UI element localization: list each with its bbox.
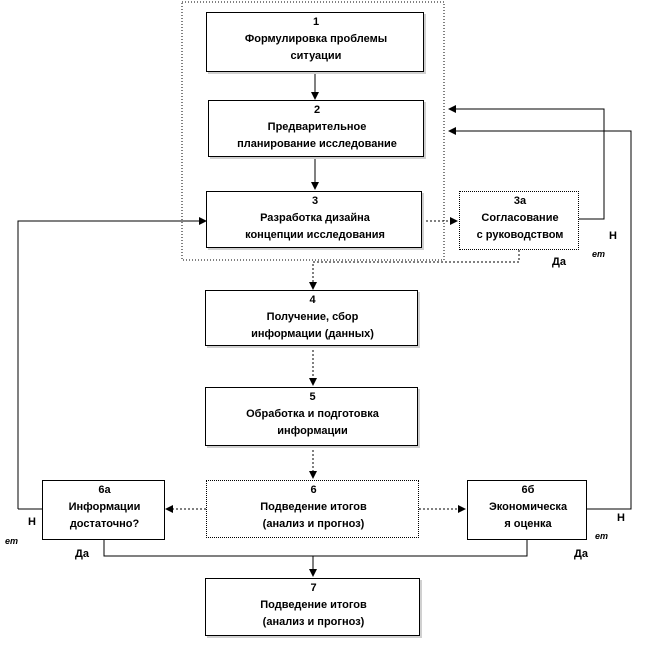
label-3a-no-top: Н [609,230,617,242]
node-6a-line1: Информации [68,501,141,513]
node-3a-line1: Согласование [481,212,559,224]
node-6-line1: Подведение итогов [260,501,367,513]
node-2-line2: планирование исследование [237,138,397,150]
node-3-research-design: 3 Разработка дизайна концепции исследова… [206,191,422,248]
node-2-number: 2 [313,104,321,116]
arrow-6a-no-to-3 [17,217,207,509]
label-6b-no-top: Н [617,512,625,524]
node-6a-line2: достаточно? [69,518,140,530]
arrow-6b-yes-merge [313,540,528,557]
node-7-line1: Подведение итогов [260,599,367,611]
node-3a-line2: с руководством [476,229,564,241]
node-7-final-summary: 7 Подведение итогов (анализ и прогноз) [205,578,420,636]
node-3-number: 3 [311,195,319,207]
label-3a-no-bottom: ет [592,249,606,259]
node-1-line1: Формулировка проблемы [244,33,388,45]
node-7-line2: (анализ и прогноз) [262,616,365,628]
label-6b-yes: Да [574,548,588,560]
arrow-3a-yes-to-4 [309,250,520,290]
node-3a-number: 3а [513,195,527,207]
node-7-number: 7 [310,582,317,594]
arrow-6a-yes-merge [103,540,313,557]
node-5-data-processing: 5 Обработка и подготовка информации [205,387,418,446]
label-6b-no-bottom: ет [595,531,609,541]
node-2-preliminary-planning: 2 Предварительное планирование исследова… [208,100,424,157]
arrow-3a-no-to-2 [448,105,605,220]
node-6b-economic-assessment: 6б Экономическа я оценка [467,480,587,540]
node-2-line1: Предварительное [267,121,367,133]
label-6a-no-bottom: ет [5,536,19,546]
node-1-problem-formulation: 1 Формулировка проблемы ситуации [206,12,424,72]
node-6a-number: 6а [98,484,111,496]
node-5-line1: Обработка и подготовка [246,408,379,420]
node-3-line1: Разработка дизайна [260,212,370,224]
node-3a-management-approval: 3а Согласование с руководством [459,191,579,250]
node-1-line2: ситуации [290,50,342,62]
node-5-number: 5 [309,391,316,403]
node-6a-info-sufficient: 6а Информации достаточно? [42,480,165,540]
node-6-number: 6 [310,484,317,496]
label-3a-yes: Да [552,256,566,268]
node-4-number: 4 [309,294,316,306]
node-1-number: 1 [312,16,320,28]
node-4-data-collection: 4 Получение, сбор информации (данных) [205,290,418,346]
label-6a-yes: Да [75,548,89,560]
node-4-line2: информации (данных) [251,328,374,340]
planning-group-frame [181,1,445,261]
node-6-summary: 6 Подведение итогов (анализ и прогноз) [206,480,419,538]
node-6-line2: (анализ и прогноз) [262,518,365,530]
node-6b-line2: я оценка [504,518,552,530]
label-6a-no-top: Н [28,516,36,528]
node-5-line2: информации [277,425,348,437]
node-3-line2: концепции исследования [245,229,385,241]
arrow-6b-no-to-2 [448,127,632,510]
node-6b-number: 6б [521,484,535,496]
node-4-line1: Получение, сбор [266,311,359,323]
node-6b-line1: Экономическа [488,501,568,513]
